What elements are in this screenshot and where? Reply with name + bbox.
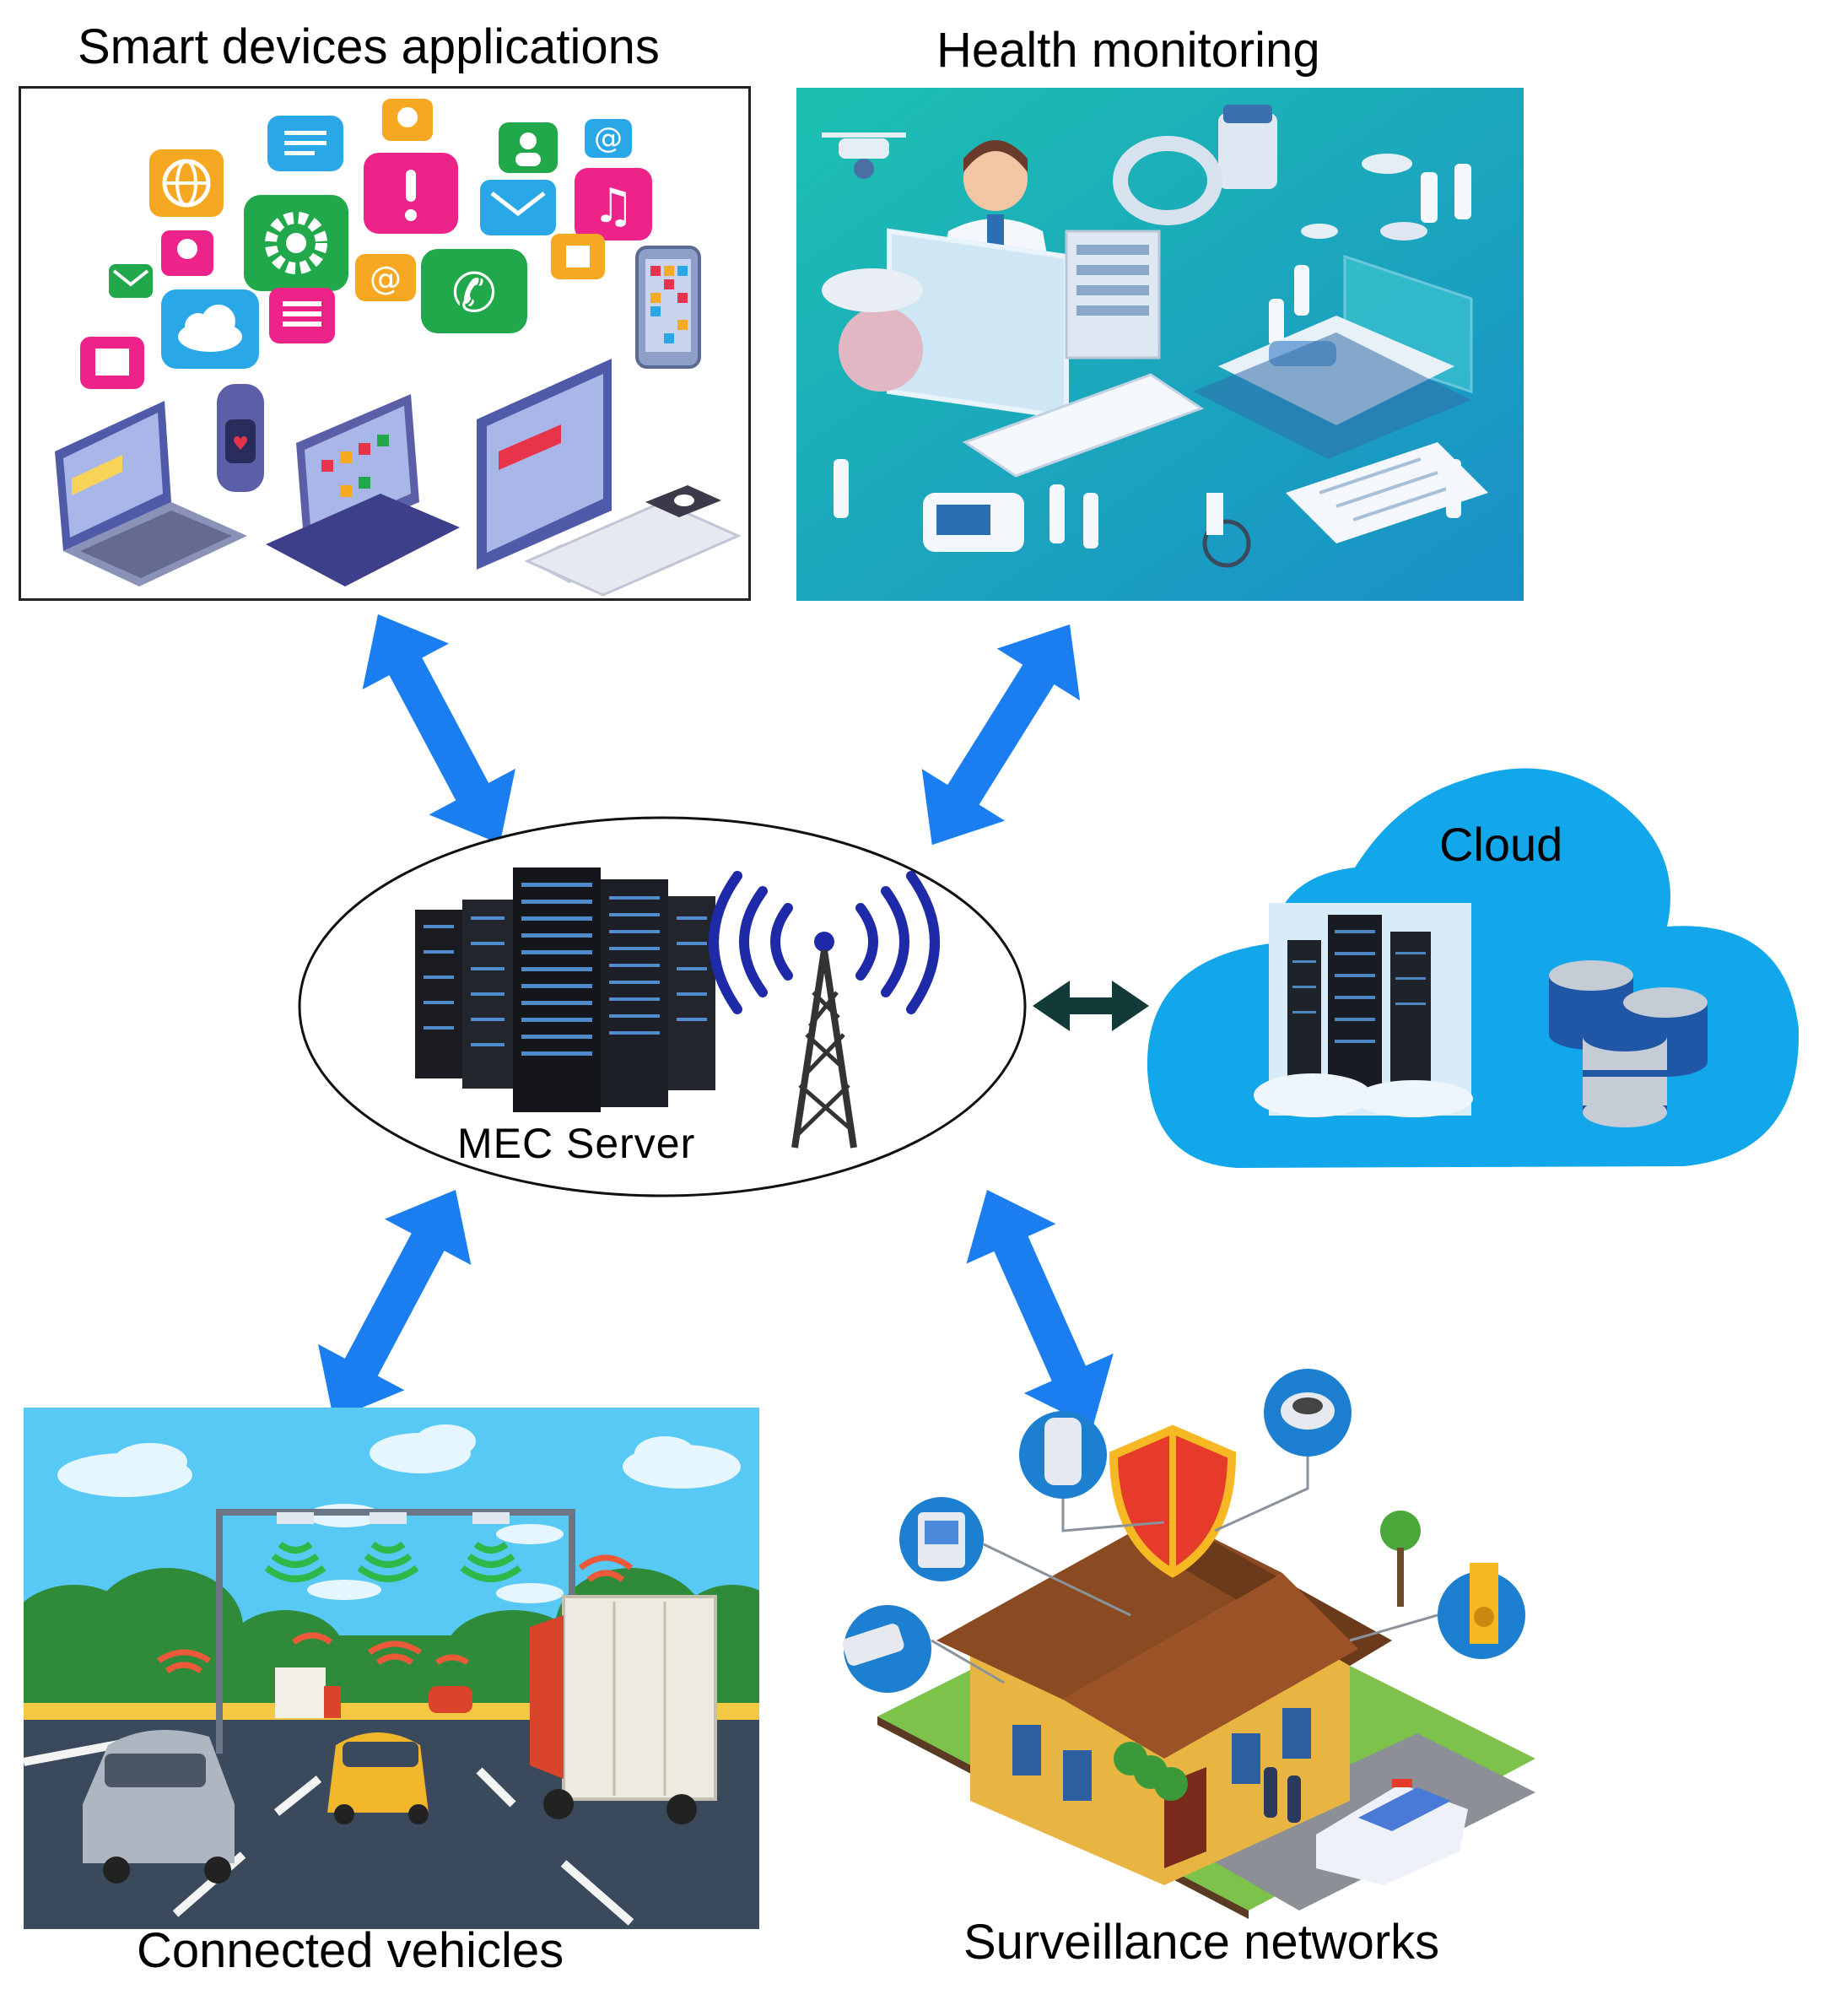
smartphone: [635, 246, 701, 369]
connector-lines: [931, 1457, 1438, 1684]
pills: [1301, 154, 1427, 241]
label-connected-vehicles: Connected vehicles: [137, 1923, 564, 1978]
tablet: [266, 394, 460, 586]
laptop: [55, 401, 247, 586]
mail-icon-2: [109, 264, 153, 298]
user-icon: [499, 122, 558, 173]
wifi-green-signals: [264, 1541, 522, 1582]
truck-large: [530, 1595, 717, 1824]
keyboard: [962, 373, 1205, 478]
cloud-icon: [161, 289, 259, 369]
at-icon-2: @: [355, 254, 416, 301]
chat-icon: [267, 116, 343, 171]
clouds: [57, 1424, 741, 1603]
truck-small: [275, 1667, 341, 1718]
desktop-monitor: [477, 359, 612, 583]
location-icon: [382, 99, 433, 141]
list-icon: [269, 288, 335, 343]
label-smart-devices: Smart devices applications: [78, 19, 660, 74]
wifi-red-signals: [157, 1554, 634, 1673]
brain-model: [822, 268, 923, 392]
smart-devices-panel: @ ♫ @ ✆ ♥: [19, 86, 751, 601]
gantry-sensors: [277, 1512, 510, 1524]
cell-tower-icon: [709, 871, 940, 1149]
glucose-meter: [923, 493, 1024, 552]
alert-icon: [364, 153, 458, 234]
phone-icon: ✆: [421, 249, 527, 333]
phone-base: [1193, 332, 1471, 459]
patients: [834, 459, 1461, 549]
music-icon: ♫: [575, 168, 652, 241]
tree: [1380, 1511, 1421, 1607]
health-monitoring-panel: [796, 88, 1524, 601]
house: [936, 1514, 1392, 1885]
server-racks-icon: [415, 867, 715, 1112]
security-camera-icon: [842, 1605, 931, 1693]
gear-icon: [244, 195, 348, 291]
pill-bottle: [1218, 105, 1277, 189]
cloud-node: Cloud: [1144, 749, 1802, 1171]
svg-text:♫: ♫: [592, 179, 634, 234]
drone-icon: [822, 132, 906, 179]
wheelchair: [1202, 493, 1251, 568]
label-health-monitoring: Health monitoring: [936, 23, 1320, 78]
smoke-detector-icon: [1264, 1369, 1352, 1457]
connected-vehicles-panel: [24, 1408, 759, 1929]
surveillance-panel: [810, 1362, 1569, 1919]
at-icon: @: [585, 119, 632, 158]
svg-text:✆: ✆: [451, 262, 497, 325]
location-icon-2: [161, 230, 213, 276]
cloud-label: Cloud: [1439, 818, 1563, 871]
note-icon-2: [80, 337, 144, 389]
motion-sensor-icon: [1019, 1411, 1107, 1499]
server-rack: [1065, 230, 1161, 359]
shield-icon: [1109, 1424, 1237, 1578]
label-surveillance-networks: Surveillance networks: [963, 1915, 1440, 1970]
door-lock-icon: [1438, 1563, 1525, 1659]
cloud-server-image: [1254, 903, 1473, 1117]
mec-server-label: MEC Server: [457, 1120, 696, 1167]
car-gray: [83, 1730, 235, 1884]
note-icon: [551, 234, 605, 279]
staff-figures: [1269, 164, 1471, 346]
intercom-icon: [899, 1497, 984, 1581]
bushes: [1114, 1742, 1188, 1801]
police-car: [1316, 1779, 1468, 1885]
smartwatch: ♥: [217, 384, 264, 492]
monitor-screen: [887, 228, 1069, 420]
database-icon: [1549, 960, 1708, 1127]
car-yellow: [327, 1732, 429, 1824]
arrow-vehicles-mec: [318, 1190, 472, 1419]
svg-text:♥: ♥: [232, 434, 249, 455]
arrow-mec-cloud: [1033, 981, 1149, 1031]
mec-server-node: MEC Server: [297, 815, 1028, 1198]
mail-icon: [480, 180, 556, 235]
svg-text:@: @: [370, 260, 402, 297]
keyboard: [524, 500, 742, 597]
officers: [1264, 1767, 1301, 1823]
mouse: [645, 485, 721, 517]
car-red: [429, 1686, 472, 1713]
svg-text:@: @: [594, 122, 623, 155]
report-sheet: [1286, 442, 1488, 543]
smartwatch-band: [1113, 136, 1222, 225]
globe-icon: [149, 149, 224, 217]
